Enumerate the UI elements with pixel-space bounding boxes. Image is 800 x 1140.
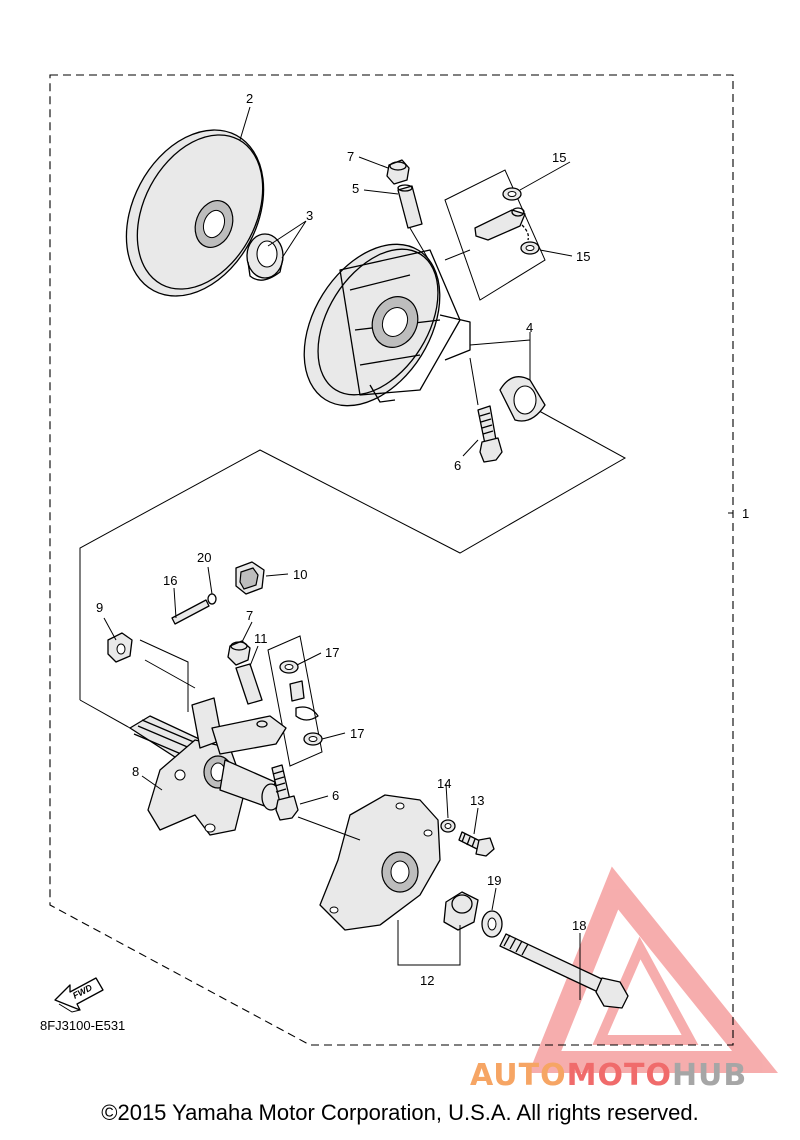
callout-18: 18 — [572, 918, 586, 933]
weight-arm-part — [474, 207, 526, 241]
collar-part — [499, 376, 546, 422]
callout-6-upper: 6 — [454, 458, 461, 473]
cap-nut-part — [386, 159, 410, 185]
callout-20: 20 — [197, 550, 211, 565]
copyright-notice: ©2015 Yamaha Motor Corporation, U.S.A. A… — [101, 1100, 699, 1125]
watermark-hub: HUB — [671, 1058, 748, 1093]
callout-14: 14 — [437, 776, 451, 791]
lower-cap-nut-part — [227, 640, 251, 666]
lower-roller-part — [289, 680, 319, 721]
callout-19: 19 — [487, 873, 501, 888]
callout-7-upper: 7 — [347, 149, 354, 164]
cover-plate-part — [319, 794, 441, 931]
thrust-washer-part — [481, 910, 503, 938]
lower-washer-part — [279, 660, 299, 674]
callout-15-lower: 15 — [576, 249, 590, 264]
assembly-boundary — [49, 74, 734, 1046]
spider-shaft-part — [129, 697, 287, 836]
watermark-text: AUTOMOTOHUB — [470, 1058, 800, 1094]
callout-16: 16 — [163, 573, 177, 588]
sheave-disc-part — [125, 129, 265, 297]
callout-17-upper: 17 — [325, 645, 339, 660]
lower-weight-group-frame — [267, 635, 323, 767]
callout-5: 5 — [352, 181, 359, 196]
slider-part — [107, 632, 133, 663]
watermark-auto: AUTO — [470, 1058, 567, 1093]
lower-pin-part — [235, 663, 263, 705]
callout-6-lower: 6 — [332, 788, 339, 803]
long-bolt-part — [499, 933, 629, 1009]
slider-block-part — [235, 561, 265, 595]
bushing-part — [246, 233, 284, 281]
lower-washer-part-2 — [303, 732, 323, 746]
lower-bolt-part — [271, 764, 299, 821]
upper-group-frame — [79, 394, 627, 700]
weight-group-frame — [444, 169, 546, 301]
callout-3: 3 — [306, 208, 313, 223]
callout-4: 4 — [526, 320, 533, 335]
callout-1: 1 — [742, 506, 749, 521]
leader-lines — [103, 106, 733, 1000]
small-bolt-part — [458, 831, 495, 857]
callout-2: 2 — [246, 91, 253, 106]
callout-15-upper: 15 — [552, 150, 566, 165]
callout-12: 12 — [420, 973, 434, 988]
washer-part — [502, 187, 522, 201]
fwd-arrow-icon: FWD — [54, 977, 104, 1013]
watermark-moto: MOTO — [566, 1058, 672, 1093]
diagram-code: 8FJ3100-E531 — [40, 1018, 125, 1033]
small-washer-part — [440, 819, 456, 833]
callout-17-lower: 17 — [350, 726, 364, 741]
callout-13: 13 — [470, 793, 484, 808]
cover-bushing-part — [443, 891, 479, 931]
shaft-pin-part — [171, 599, 210, 625]
callout-9: 9 — [96, 600, 103, 615]
bolt-part — [477, 405, 503, 463]
callout-7-lower: 7 — [246, 608, 253, 623]
callout-11: 11 — [254, 631, 268, 646]
callout-8: 8 — [132, 764, 139, 779]
callout-10: 10 — [293, 567, 307, 582]
movable-sheave-part — [303, 243, 471, 407]
roller-part — [520, 224, 540, 255]
o-ring-part — [207, 593, 217, 605]
pin-part — [397, 184, 423, 229]
